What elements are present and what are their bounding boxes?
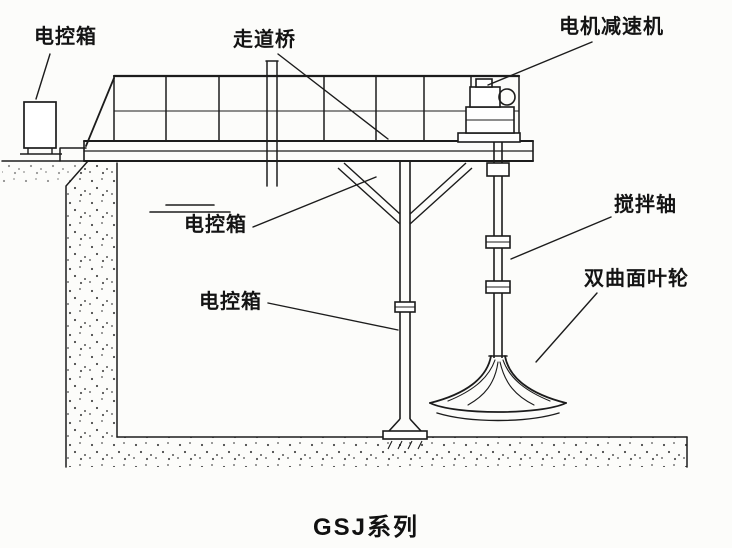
label-hyperbolic-impeller: 双曲面叶轮: [584, 268, 689, 290]
control-box: [20, 101, 62, 155]
leader-motor-reducer: [487, 41, 593, 86]
leader-control-box-mid-lower: [267, 302, 399, 331]
label-walkway-bridge: 走道桥: [233, 29, 296, 51]
leader-mixing-shaft: [510, 216, 612, 260]
leader-walkway-bridge: [277, 53, 389, 140]
support-column: [337, 162, 473, 450]
water-level-mark: [149, 204, 231, 213]
hyperbolic-impeller: [429, 355, 567, 422]
label-control-box-top: 电控箱: [34, 26, 97, 48]
leader-lines: [35, 41, 612, 363]
label-mixing-shaft: 搅拌轴: [614, 194, 677, 216]
leader-control-box-mid-upper: [252, 176, 377, 228]
label-control-box-mid-lower: 电控箱: [199, 291, 262, 313]
leader-control-box-top: [35, 53, 51, 100]
label-motor-reducer: 电机减速机: [559, 16, 664, 38]
motor-reducer-unit: [457, 78, 521, 143]
leader-hyperbolic-impeller: [535, 292, 598, 363]
diagram-caption: GSJ系列: [312, 514, 420, 541]
walkway-bridge: [83, 60, 534, 187]
guide-pipe: [265, 60, 279, 187]
mixing-shaft: [485, 142, 511, 358]
label-control-box-mid-upper: 电控箱: [184, 214, 247, 236]
